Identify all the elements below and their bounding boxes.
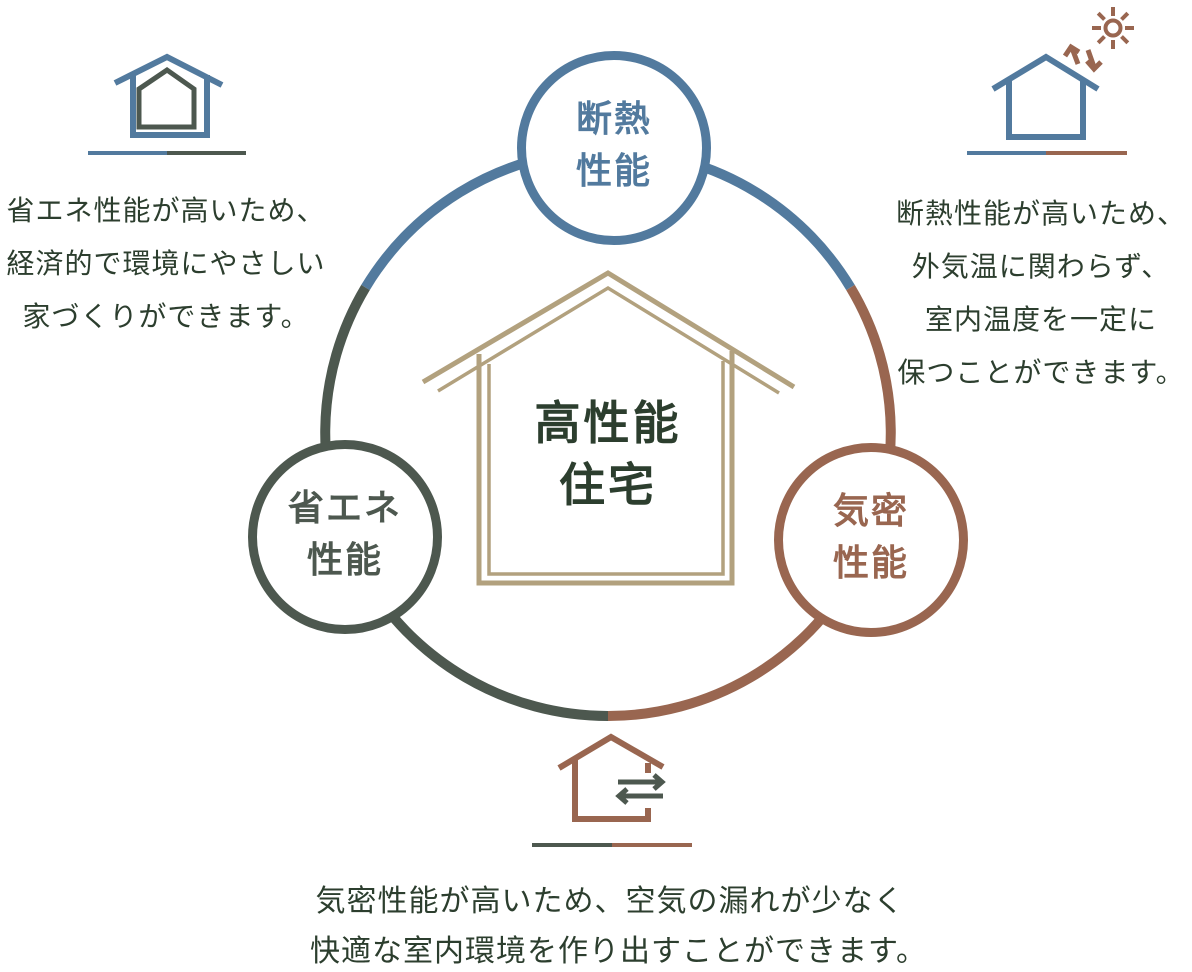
desc-line: 外気温に関わらず、 (911, 251, 1171, 282)
node-label-line: 省エネ (287, 487, 402, 528)
energy-saving-house-icon (88, 53, 246, 155)
inner-roof (437, 285, 780, 395)
house-roof (991, 53, 1100, 92)
desc-line: 室内温度を一定に (924, 304, 1157, 335)
airtightness-description: 気密性能が高いため、空気の漏れが少なく 快適な室内環境を作り出すことができます。 (310, 877, 927, 972)
node-label-line: 断熱 (575, 98, 652, 139)
node-energy-label: 省エネ 性能 (288, 482, 402, 586)
node-airtightness: 気密 性能 (774, 443, 968, 637)
house-walls (1006, 80, 1086, 140)
desc-line: 経済的で環境にやさしい (6, 248, 326, 279)
node-insulation: 断熱 性能 (517, 51, 711, 245)
air-exchange-arrows-icon (615, 773, 666, 805)
house-walls (572, 759, 651, 822)
center-title-line1: 高性能 (534, 397, 682, 449)
desc-line: 家づくりができます。 (22, 301, 310, 332)
desc-line: 快適な室内環境を作り出すことができます。 (310, 935, 927, 968)
node-label-line: 気密 (832, 490, 909, 531)
center-house-icon (421, 270, 796, 586)
sun-icon (1092, 7, 1134, 49)
node-label-line: 性能 (306, 539, 383, 580)
center-title: 高性能 住宅 (458, 392, 758, 516)
node-label-line: 性能 (575, 150, 652, 191)
node-label-line: 性能 (832, 542, 909, 583)
node-energy-saving: 省エネ 性能 (248, 440, 442, 634)
house-walls (130, 75, 210, 138)
insulation-house-icon (967, 7, 1134, 155)
inner-house-outline (136, 66, 197, 130)
energy-saving-description: 省エネ性能が高いため、 経済的で環境にやさしい 家づくりができます。 (0, 184, 332, 343)
heat-reflection-arrows-icon (1062, 43, 1103, 73)
desc-line: 断熱性能が高いため、 (895, 198, 1186, 229)
inner-walls (487, 361, 725, 576)
node-airtight-label: 気密 性能 (833, 485, 909, 589)
desc-line: 気密性能が高いため、空気の漏れが少なく (315, 885, 905, 918)
desc-line: 省エネ性能が高いため、 (6, 195, 326, 226)
outer-walls (476, 351, 735, 586)
node-insulation-label: 断熱 性能 (576, 93, 652, 197)
airtight-house-icon (532, 733, 692, 847)
house-roof (113, 53, 224, 88)
outer-roof (421, 270, 796, 390)
insulation-description: 断熱性能が高いため、 外気温に関わらず、 室内温度を一定に 保つことができます。 (890, 187, 1192, 399)
desc-line: 保つことができます。 (897, 357, 1185, 388)
center-title-line2: 住宅 (559, 459, 657, 511)
house-roof (557, 733, 665, 771)
